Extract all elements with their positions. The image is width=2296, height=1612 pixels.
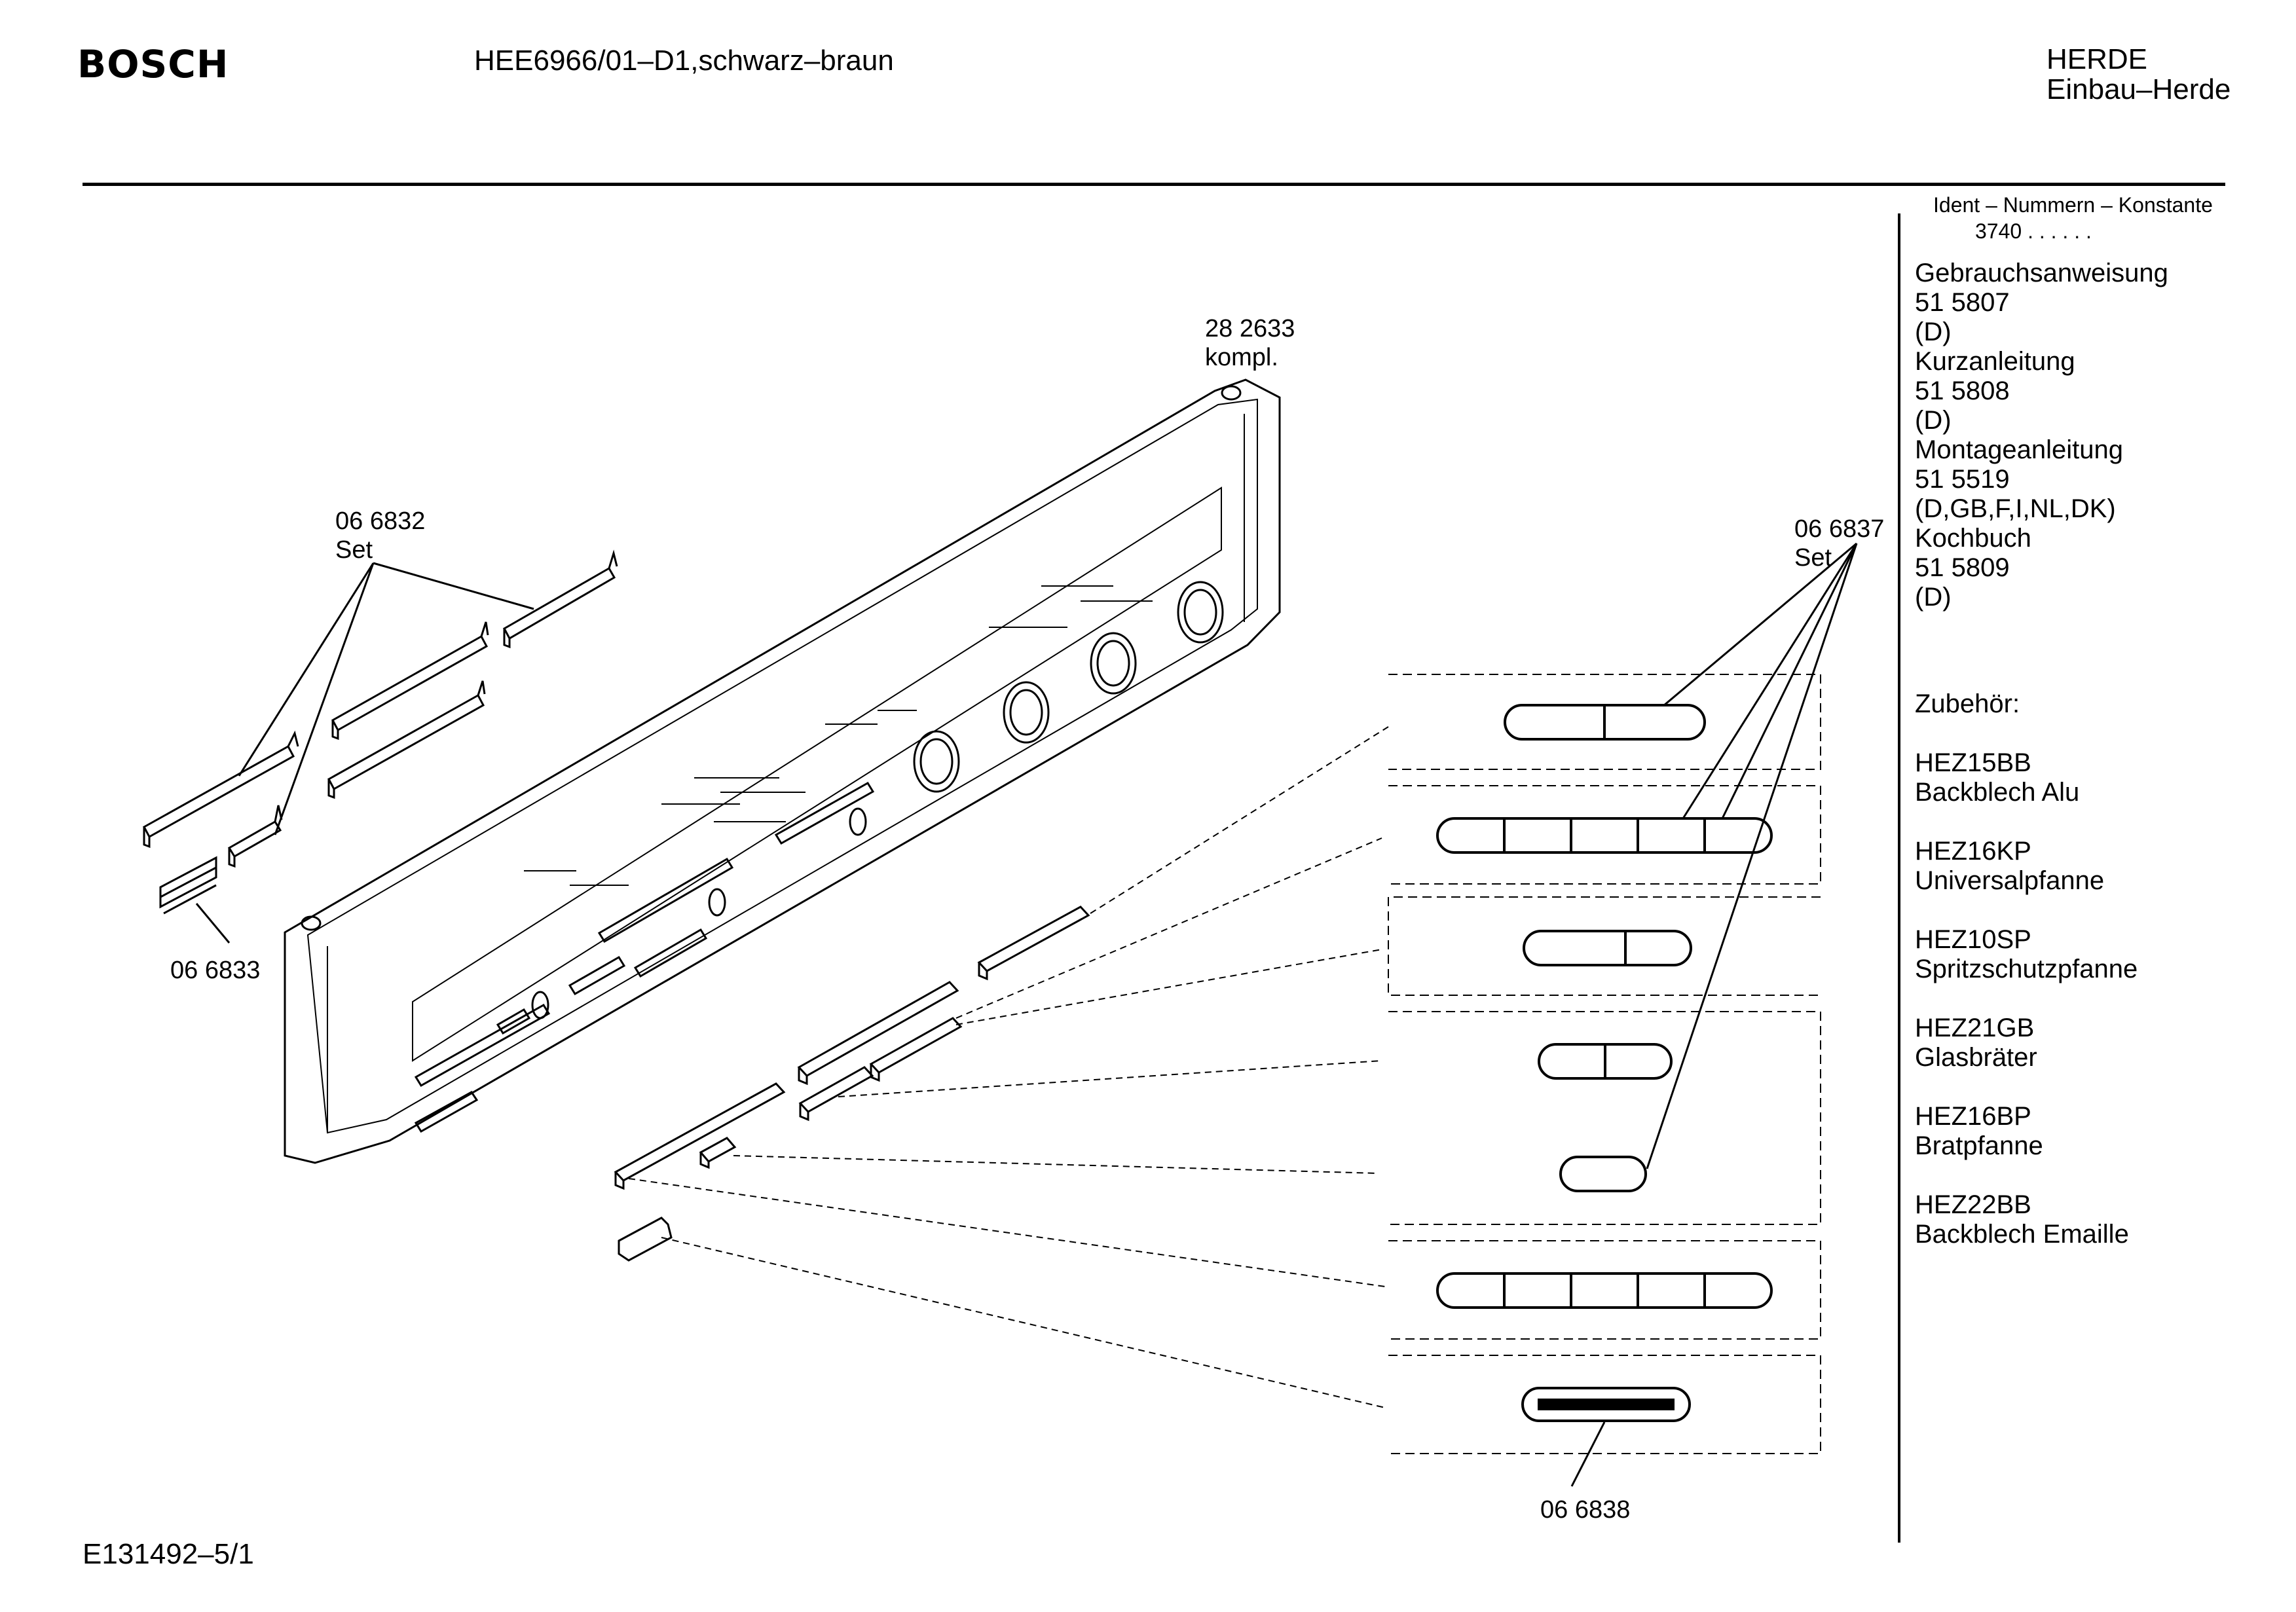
accessory-code: HEZ22BB xyxy=(1915,1190,2031,1219)
accessory-name: Backblech Emaille xyxy=(1915,1220,2129,1249)
manual-number: 51 5807 xyxy=(1915,288,2010,317)
manual-title: Gebrauchsanweisung xyxy=(1915,259,2168,287)
category-line-1: HERDE xyxy=(2046,43,2148,75)
exploded-view-diagram xyxy=(142,378,1858,1487)
model-title: HEE6966/01–D1,schwarz–braun xyxy=(474,45,894,77)
accessory-code: HEZ21GB xyxy=(1915,1014,2035,1042)
accessory-code: HEZ10SP xyxy=(1915,925,2031,954)
trim-strips xyxy=(142,549,618,868)
accessory-name: Spritzschutzpfanne xyxy=(1915,955,2138,983)
leader-lines xyxy=(628,726,1389,1408)
manual-number: 51 5809 xyxy=(1915,553,2010,582)
accessory-entry: HEZ16KP Universalpfanne xyxy=(1915,837,2168,896)
callout-bar: 06 6838 xyxy=(1540,1495,1630,1524)
button-slots xyxy=(414,781,875,1133)
accessory-name: Bratpfanne xyxy=(1915,1131,2043,1160)
ident-label: Ident – Nummern – Konstante xyxy=(1933,193,2213,217)
control-panel xyxy=(284,378,1281,1164)
manual-title: Kurzanleitung xyxy=(1915,347,2075,376)
grouping-boxes xyxy=(1388,674,1821,1454)
callout-clip-number: 06 6833 xyxy=(170,957,261,984)
manual-title: Kochbuch xyxy=(1915,524,2031,553)
button-caps xyxy=(1436,704,1773,1422)
callout-trim-number: 06 6832 xyxy=(335,507,426,535)
accessory-name: Backblech Alu xyxy=(1915,778,2080,807)
accessory-entry: HEZ22BB Backblech Emaille xyxy=(1915,1190,2168,1249)
callout-buttons: 06 6837 Set xyxy=(1794,515,1884,572)
manual-lang: (D) xyxy=(1915,583,1952,612)
accessory-code: HEZ16KP xyxy=(1915,837,2031,866)
callout-panel: 28 2633 kompl. xyxy=(1205,314,1295,372)
callout-panel-note: kompl. xyxy=(1205,344,1278,371)
button-set-parts xyxy=(614,906,1090,1262)
manual-number: 51 5519 xyxy=(1915,465,2010,494)
accessory-entry: HEZ16BP Bratpfanne xyxy=(1915,1102,2168,1161)
drawing-id: E131492–5/1 xyxy=(83,1538,254,1570)
clip-part xyxy=(159,856,231,943)
callout-panel-number: 28 2633 xyxy=(1205,315,1295,342)
accessory-entry: HEZ10SP Spritzschutzpfanne xyxy=(1915,925,2168,984)
sidebar-info: Gebrauchsanweisung 51 5807 (D) Kurzanlei… xyxy=(1915,259,2168,1249)
manual-entry: Kochbuch 51 5809 (D) xyxy=(1915,524,2168,612)
ident-block: Ident – Nummern – Konstante 3740 . . . .… xyxy=(1933,192,2213,244)
accessories-heading: Zubehör: xyxy=(1915,689,2020,718)
callout-trim-note: Set xyxy=(335,536,373,564)
accessory-code: HEZ16BP xyxy=(1915,1102,2031,1131)
panel-reflections xyxy=(524,585,1153,886)
callout-buttons-note: Set xyxy=(1794,544,1832,572)
accessory-entry: HEZ21GB Glasbräter xyxy=(1915,1014,2168,1072)
accessory-name: Universalpfanne xyxy=(1915,866,2105,895)
category: HERDE Einbau–Herde xyxy=(2046,45,2231,105)
manual-entry: Kurzanleitung 51 5808 (D) xyxy=(1915,347,2168,435)
accessory-code: HEZ15BB xyxy=(1915,748,2031,777)
manual-entry: Gebrauchsanweisung 51 5807 (D) xyxy=(1915,259,2168,347)
header-rule xyxy=(83,183,2225,186)
sidebar-divider xyxy=(1898,213,1900,1543)
manual-title: Montageanleitung xyxy=(1915,435,2124,464)
ident-value: 3740 . . . . . . xyxy=(1975,219,2092,243)
callout-bar-number: 06 6838 xyxy=(1540,1496,1631,1524)
manual-lang: (D) xyxy=(1915,318,1952,346)
callout-trim: 06 6832 Set xyxy=(335,507,425,564)
manual-number: 51 5808 xyxy=(1915,376,2010,405)
accessory-entry: HEZ15BB Backblech Alu xyxy=(1915,748,2168,807)
manual-entry: Montageanleitung 51 5519 (D,GB,F,I,NL,DK… xyxy=(1915,435,2168,524)
manual-lang: (D,GB,F,I,NL,DK) xyxy=(1915,494,2116,523)
manual-lang: (D) xyxy=(1915,406,1952,435)
callout-buttons-number: 06 6837 xyxy=(1794,515,1885,543)
category-line-2: Einbau–Herde xyxy=(2046,73,2231,105)
callout-clip: 06 6833 xyxy=(170,956,260,985)
callout-leaders xyxy=(1570,542,1858,1487)
accessory-name: Glasbräter xyxy=(1915,1043,2037,1072)
knob-holes xyxy=(531,581,1224,1019)
brand-logo: BOSCH xyxy=(77,42,229,86)
